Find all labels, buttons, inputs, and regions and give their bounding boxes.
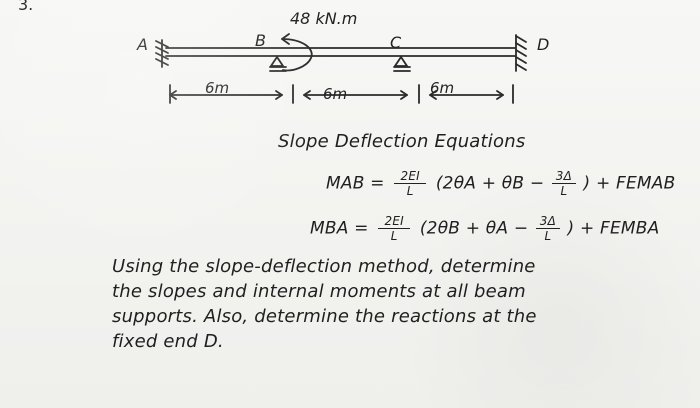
arrow-left-1 [169,90,177,100]
slope-deflection-heading: Slope Deflection Equations [278,131,526,152]
equation-2-fraction: 2EI L [378,214,411,243]
equation-1-delta-numerator: 3Δ [555,169,573,183]
equation-2-delta-bar [535,228,560,229]
arrow-right-3 [496,90,504,100]
equation-2-tail: ) + FEMBA [567,218,660,239]
problem-line-3: supports. Also, determine the reactions … [112,306,537,327]
equation-1-fraction-numerator: 2EI [400,169,420,183]
beam-diagram: 3. 48 kN.m A B C D [18,0,549,104]
problem-line-4: fixed end D. [112,331,224,352]
span-label-1: 6m [205,79,229,97]
support-label-d: D [537,35,549,54]
span-label-2: 6m [323,85,347,103]
equation-1: MAB = 2EI L (2θA + θB − 3Δ L ) + FEMAB [326,170,675,197]
equation-2-fraction-bar [378,228,411,229]
moment-arrowhead [281,33,290,45]
equation-1-fraction: 2EI L [394,169,427,198]
equation-1-tail: ) + FEMAB [583,173,676,194]
equation-1-fraction-bar [394,183,427,184]
support-label-b: B [255,31,266,50]
equation-2: MBA = 2EI L (2θB + θA − 3Δ L ) + FEMBA [310,215,659,242]
problem-number: 3. [18,0,33,14]
problem-line-1: Using the slope-deflection method, deter… [112,256,536,277]
equation-1-fraction-denominator: L [406,184,414,198]
equation-2-delta-numerator: 3Δ [539,214,557,228]
equation-2-lhs: MBA [310,218,349,239]
equation-2-delta-denominator: L [544,229,552,243]
equation-2-fraction-numerator: 2EI [384,214,404,228]
equation-1-delta-denominator: L [560,184,568,198]
span-label-3: 6m [430,79,454,97]
equation-2-delta-fraction: 3Δ L [535,214,560,243]
support-c-base [393,66,411,72]
support-b-base [269,66,287,72]
moment-label: 48 kN.m [290,9,357,28]
support-label-c: C [390,33,402,52]
equation-1-lhs: MAB [326,173,365,194]
moment-curve [281,38,313,72]
equation-1-middle: (2θA + θB − [435,173,545,194]
support-label-a: A [136,35,148,54]
arrow-right-1 [275,90,283,100]
arrow-left-2 [303,90,311,100]
problem-statement: Using the slope-deflection method, deter… [112,254,672,354]
arrow-left-3 [429,90,437,100]
support-b-triangle [269,55,285,67]
equation-1-delta-bar [551,183,576,184]
support-c-triangle [393,55,409,67]
equation-2-fraction-denominator: L [390,229,398,243]
equals-sign-1: = [370,173,391,194]
arrow-right-2 [400,90,408,100]
equation-2-middle: (2θB + θA − [419,218,529,239]
problem-line-2: the slopes and internal moments at all b… [112,281,526,302]
support-a-hatch [155,40,169,66]
equation-1-delta-fraction: 3Δ L [551,169,576,198]
support-d-hatch [515,35,527,71]
equals-sign-2: = [354,218,375,239]
